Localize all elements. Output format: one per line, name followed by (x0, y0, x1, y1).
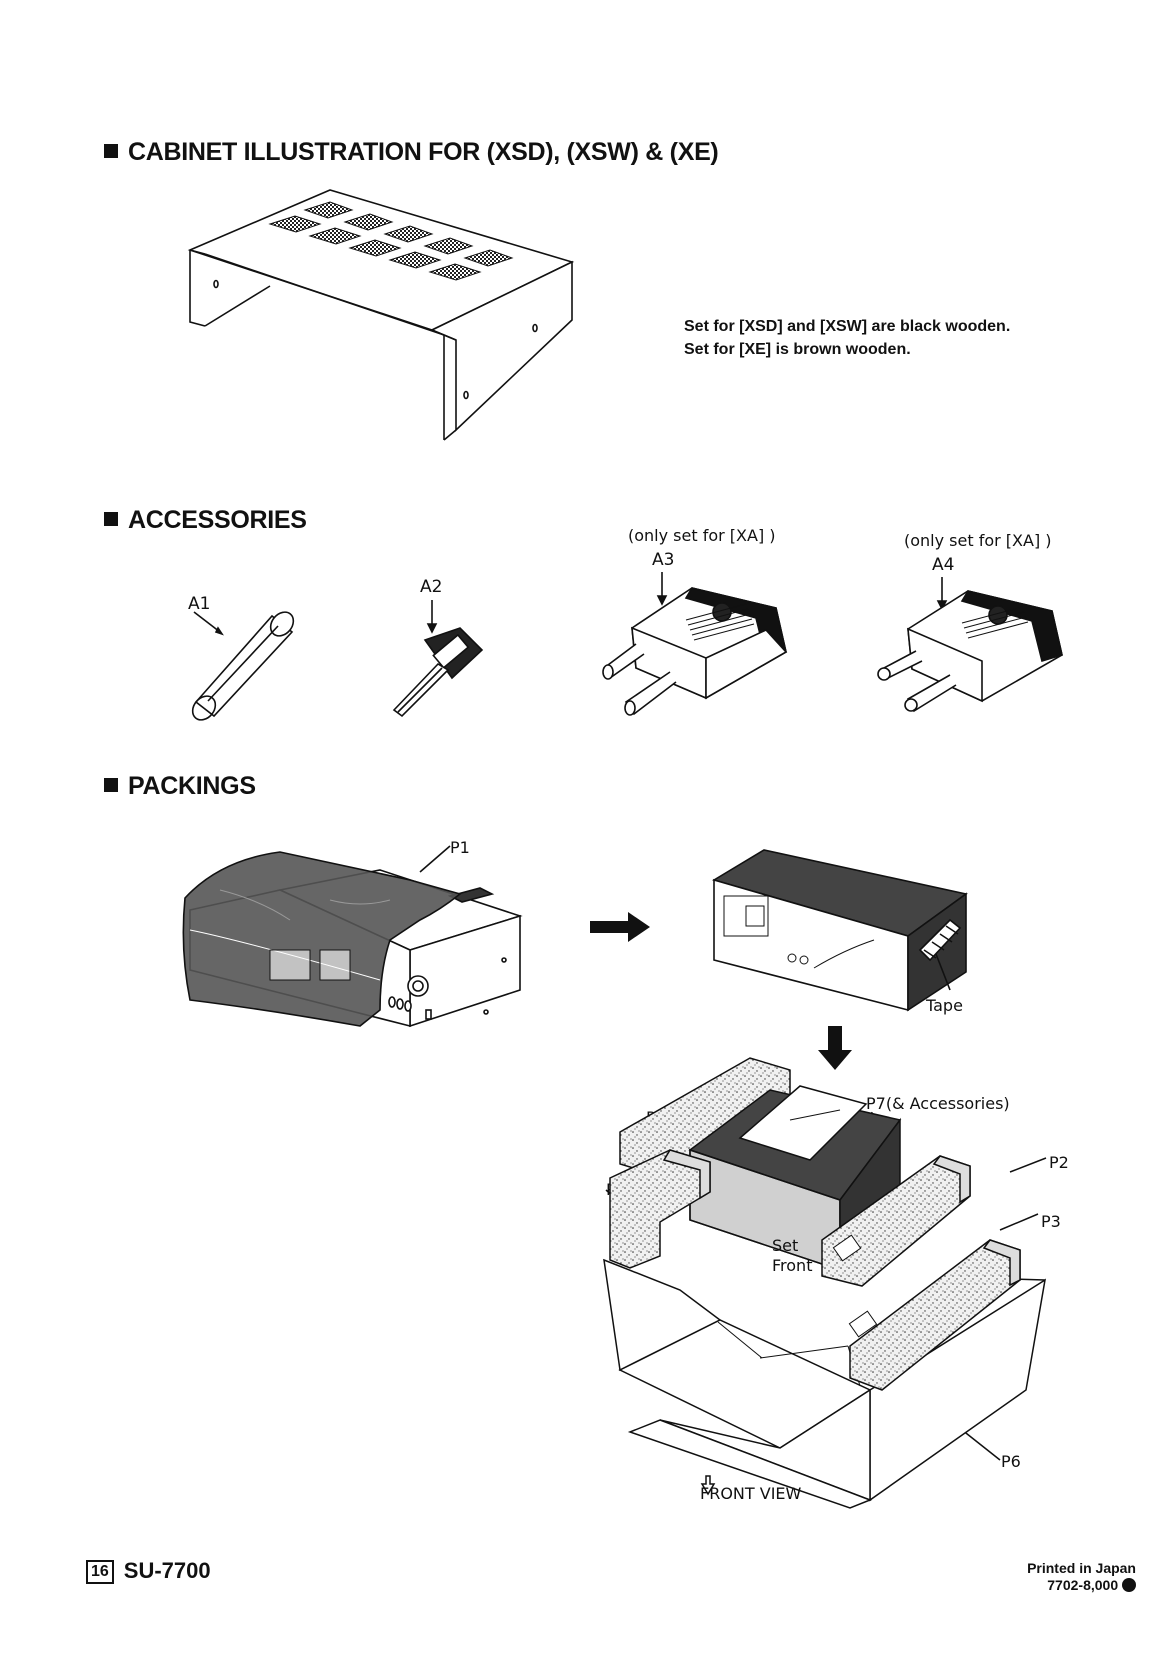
footer-model: 16 SU-7700 (86, 1558, 211, 1584)
bagged-unit-taped-illustration (704, 840, 974, 1020)
accessory-a4-label: A4 (932, 555, 954, 575)
accessory-a3-note: (only set for [XA] ) (628, 526, 776, 545)
set-label: Set (772, 1236, 798, 1255)
accessory-a2-label: A2 (420, 577, 442, 597)
printed-in-label: Printed in Japan (1027, 1560, 1136, 1577)
packings-heading: PACKINGS (104, 772, 256, 801)
accessories-heading: ACCESSORIES (104, 506, 307, 535)
arrow-right-icon (590, 912, 650, 942)
page-number: 16 (86, 1560, 114, 1584)
arrow-down-icon (818, 1026, 852, 1070)
model-number: SU-7700 (124, 1558, 211, 1583)
carton-packing-illustration (600, 1090, 1060, 1510)
plug-adapter-a3-icon (596, 568, 796, 738)
cabinet-heading-text: CABINET ILLUSTRATION FOR (XSD), (XSW) & … (128, 138, 718, 166)
print-code-text: 7702-8,000 (1047, 1577, 1118, 1593)
print-code: 7702-8,000 (1027, 1577, 1136, 1594)
unit-in-bag-illustration (180, 830, 530, 1050)
bullet-square-icon (104, 512, 118, 526)
accessories-heading-text: ACCESSORIES (128, 506, 307, 534)
bullet-square-icon (104, 778, 118, 792)
bullet-square-icon (104, 144, 118, 158)
printer-logo-icon (1122, 1578, 1136, 1592)
accessory-a4-note: (only set for [XA] ) (904, 531, 1052, 550)
front-view-label: FRONT VIEW (700, 1484, 801, 1503)
footer-printing: Printed in Japan 7702-8,000 (1027, 1560, 1136, 1594)
cabinet-note-brown: Set for [XE] is brown wooden. (684, 341, 911, 359)
plug-adapter-a4-icon (872, 573, 1072, 743)
cabinet-illustration (180, 190, 600, 470)
cabinet-heading: CABINET ILLUSTRATION FOR (XSD), (XSW) & … (104, 138, 718, 167)
packings-heading-text: PACKINGS (128, 772, 256, 800)
cabinet-note-black: Set for [XSD] and [XSW] are black wooden… (684, 318, 1010, 336)
connector-plug-icon (390, 598, 500, 718)
accessory-a3-label: A3 (652, 550, 674, 570)
packing-tape-label: Tape (926, 996, 963, 1015)
fuse-icon (188, 606, 308, 716)
front-label: Front (772, 1256, 812, 1275)
